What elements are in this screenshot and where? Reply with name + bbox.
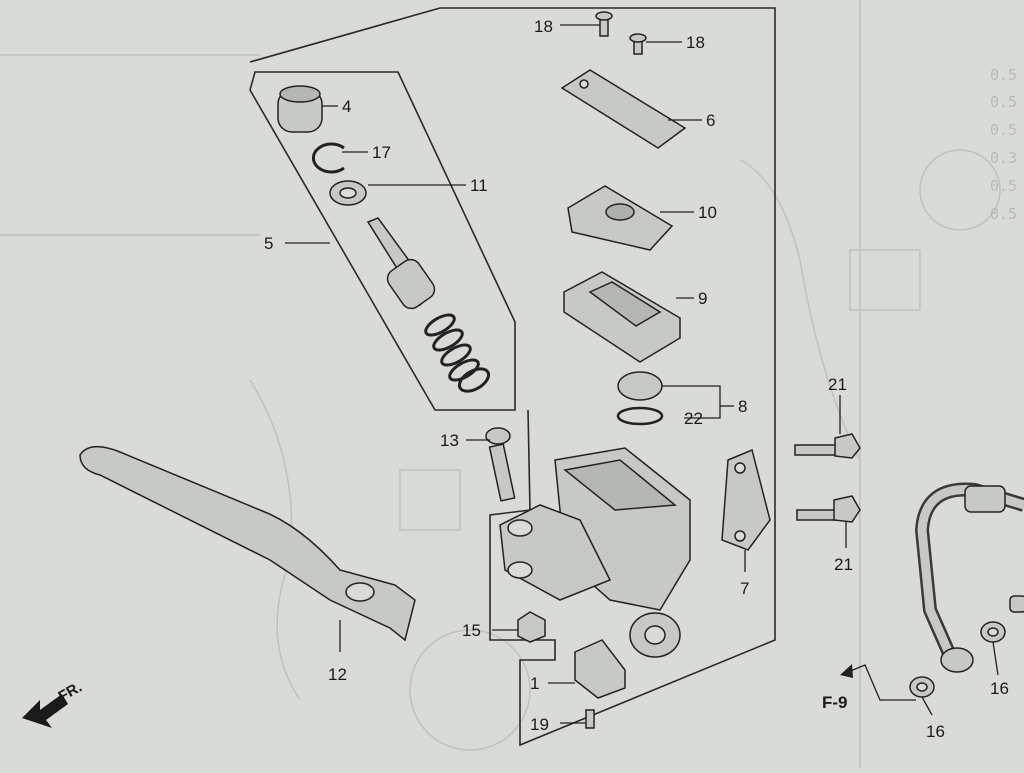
part-18-screw-head: [629, 33, 647, 43]
label-10: 10: [698, 203, 717, 222]
ghost-part: [399, 469, 461, 531]
part-21-bolt-head: [833, 495, 861, 523]
ghost-text-column: 0.5 0.5 0.5 0.3 0.5 0.5: [990, 66, 1017, 223]
label-4: 4: [342, 97, 351, 116]
label-9: 9: [698, 289, 707, 308]
ghost-curve: [739, 159, 861, 461]
label-16b: 16: [926, 722, 945, 741]
label-17: 17: [372, 143, 391, 162]
part-7-hole: [734, 530, 746, 542]
part-7-hole: [734, 462, 746, 474]
part-15-nut: [517, 611, 546, 643]
ghost-value: 0.5: [990, 177, 1017, 195]
part-4-boot-top: [279, 85, 321, 103]
leader-8-22: [662, 385, 721, 419]
label-18b: 18: [686, 33, 705, 52]
part-17-circlip: [311, 142, 345, 174]
leader-16a: [992, 641, 999, 676]
hose-end: [1009, 595, 1024, 613]
label-11: 11: [470, 176, 488, 195]
part-7-holder: [721, 448, 771, 551]
ghost-circle: [919, 149, 1001, 231]
ghost-value: 0.5: [990, 121, 1017, 139]
ghost-circle: [409, 629, 531, 751]
part-18-screw-head: [595, 11, 613, 21]
bracket-hole: [507, 519, 533, 537]
ghost-part: [849, 249, 921, 311]
leader-16b: [921, 696, 933, 716]
ghost-value: 0.5: [990, 93, 1017, 111]
part-9-inner: [588, 281, 662, 327]
label-21a: 21: [828, 375, 847, 394]
label-18a: 18: [534, 17, 553, 36]
part-8-float: [617, 371, 663, 401]
label-19: 19: [530, 715, 549, 734]
part-6-reservoir-cover: [560, 69, 687, 149]
part-5-spring: [424, 313, 491, 393]
part-5-piston-cup: [386, 258, 436, 310]
hose-port-bore: [644, 625, 666, 645]
label-16a: 16: [990, 679, 1009, 698]
label-1: 1: [530, 674, 539, 693]
master-cylinder-outline: [249, 7, 776, 747]
part-1-brake-switch: [574, 639, 626, 699]
part-10-center: [605, 203, 635, 221]
ghost-value: 0.5: [990, 205, 1017, 223]
leader-lines: [285, 24, 999, 724]
label-7: 7: [740, 579, 749, 598]
label-13: 13: [440, 431, 459, 450]
bracket-hole: [507, 561, 533, 579]
hose-fitting: [964, 485, 1006, 513]
part-13-bolt-head: [485, 427, 511, 445]
part-12-brake-lever: [79, 446, 416, 642]
label-8: 8: [738, 397, 747, 416]
leader-f9: [847, 664, 916, 701]
label-22: 22: [684, 409, 703, 428]
part-16-washer-hole: [987, 627, 999, 637]
part-19-screw: [585, 709, 595, 729]
label-6: 6: [706, 111, 715, 130]
front-arrow-icon: [22, 694, 68, 728]
ghost-value: 0.3: [990, 149, 1017, 167]
part-22-o-ring: [616, 406, 664, 426]
label-12: 12: [328, 665, 347, 684]
reference-f9: F-9: [822, 693, 848, 712]
part-11-seal-hole: [339, 187, 357, 199]
hose-banjo: [940, 647, 974, 673]
ghost-bleed-through: [0, 0, 1001, 768]
part-21-bolt-head: [834, 433, 861, 459]
part-6-hole: [579, 79, 589, 89]
label-5: 5: [264, 234, 273, 253]
part-12-pivot-hole: [345, 582, 375, 602]
f9-arrow-icon: [840, 664, 853, 678]
ghost-value: 0.5: [990, 66, 1017, 84]
part-13-pivot-bolt: [488, 443, 516, 502]
label-21b: 21: [834, 555, 853, 574]
reservoir-opening: [563, 459, 677, 511]
label-15: 15: [462, 621, 481, 640]
part-labels: 4 17 11 5 18 18 6 10 9 8 22 7 13 12 15 1…: [264, 17, 1009, 741]
part-16-washer-hole: [916, 682, 928, 692]
piston-set-outline: [249, 71, 516, 411]
